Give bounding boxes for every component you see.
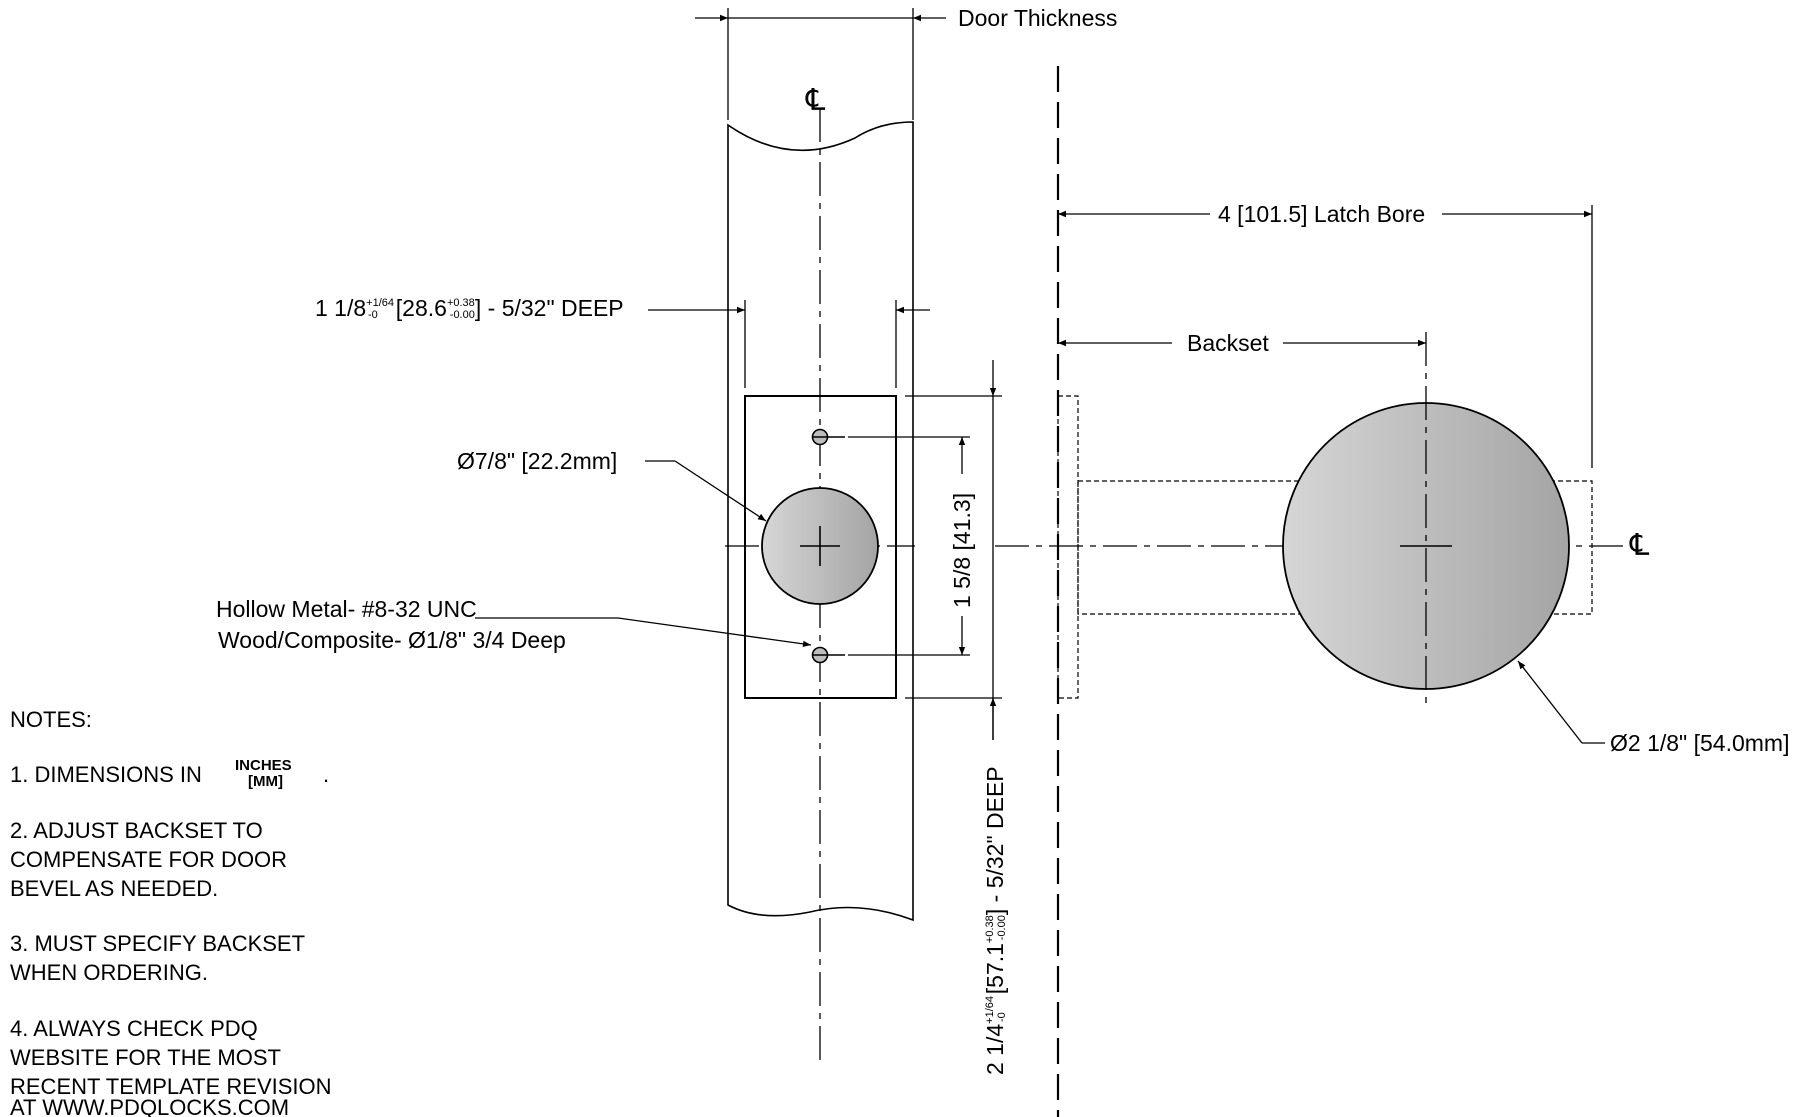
small-bore-label: Ø7/8" [22.2mm] — [457, 448, 617, 474]
screw-label-line1: Hollow Metal- #8-32 UNC — [216, 596, 477, 622]
faceplate-height-label: 2 1/4+1/64-0[57.1+0.38-0.00] - 5/32" DEE… — [982, 766, 1008, 1075]
note-2-line-2: COMPENSATE FOR DOOR — [10, 847, 287, 872]
note-1-units-top: INCHES — [235, 757, 292, 774]
note-1: 1. DIMENSIONS IN — [10, 762, 202, 787]
large-bore-leader — [1517, 660, 1605, 744]
centerline-symbol-right: ℄ — [1629, 529, 1650, 562]
door-thickness-label: Door Thickness — [958, 5, 1117, 31]
faceplate-width-dimension — [648, 300, 930, 388]
door-thickness-dimension — [695, 8, 946, 120]
screw-label-line2: Wood/Composite- Ø1/8" 3/4 Deep — [218, 627, 566, 653]
note-1-units-bottom: [MM] — [248, 773, 283, 790]
screw-leader — [475, 617, 812, 648]
hole-spacing-label: 1 5/8 [41.3] — [949, 493, 975, 608]
note-4-line-3: RECENT TEMPLATE REVISION — [10, 1074, 332, 1099]
notes-block: NOTES: 1. DIMENSIONS IN INCHES [MM] . 2.… — [10, 707, 332, 1117]
hole-spacing-dimension — [848, 436, 970, 656]
note-4-line-4: AT WWW.PDQLOCKS.COM — [10, 1095, 289, 1117]
note-2-line-1: 2. ADJUST BACKSET TO — [10, 818, 263, 843]
notes-heading: NOTES: — [10, 707, 92, 732]
latch-bore-label: 4 [101.5] Latch Bore — [1218, 201, 1425, 227]
centerline-symbol-top: ℄ — [805, 84, 826, 117]
note-3-line-2: WHEN ORDERING. — [10, 960, 208, 985]
note-1-suffix: . — [323, 762, 329, 787]
door-edge-view — [725, 108, 915, 1062]
backset-label: Backset — [1187, 330, 1269, 356]
note-4-line-2: WEBSITE FOR THE MOST — [10, 1045, 281, 1070]
faceplate-width-label: 1 1/8+1/64-0[28.6+0.38-0.00] - 5/32" DEE… — [315, 295, 624, 321]
latch-faceplate-outline — [1057, 395, 1079, 699]
note-3-line-1: 3. MUST SPECIFY BACKSET — [10, 931, 305, 956]
door-face-view — [995, 66, 1630, 1117]
door-edge-outline — [727, 121, 914, 922]
faceplate-height-dimension — [905, 360, 1002, 740]
large-bore-label: Ø2 1/8" [54.0mm] — [1610, 730, 1789, 756]
note-4-line-1: 4. ALWAYS CHECK PDQ — [10, 1016, 258, 1041]
note-2-line-3: BEVEL AS NEEDED. — [10, 876, 218, 901]
small-bore-leader — [645, 460, 767, 522]
faceplate-mortise — [744, 395, 897, 699]
